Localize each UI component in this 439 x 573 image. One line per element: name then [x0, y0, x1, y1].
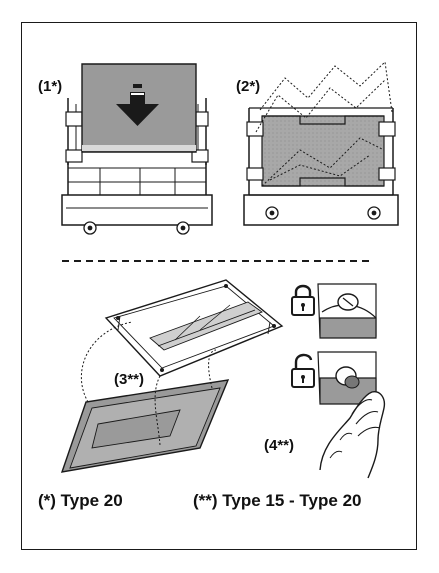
- caption-type15-type20: (**) Type 15 - Type 20: [193, 491, 361, 510]
- step2-label: (2*): [236, 78, 260, 95]
- step3-label: (3**): [114, 371, 144, 388]
- step2-illustration: [243, 60, 399, 226]
- step1-illustration: [61, 63, 213, 235]
- padlock-closed-icon: [291, 284, 315, 316]
- step4-label: (4**): [264, 437, 294, 454]
- padlock-open-icon: [291, 353, 315, 388]
- caption-type20: (*) Type 20: [38, 491, 123, 510]
- step3-illustration: [60, 279, 284, 473]
- hand-icon: [319, 391, 386, 479]
- step4-illustration: [290, 276, 388, 479]
- down-arrow-icon: [116, 84, 159, 126]
- step1-label: (1*): [38, 78, 62, 95]
